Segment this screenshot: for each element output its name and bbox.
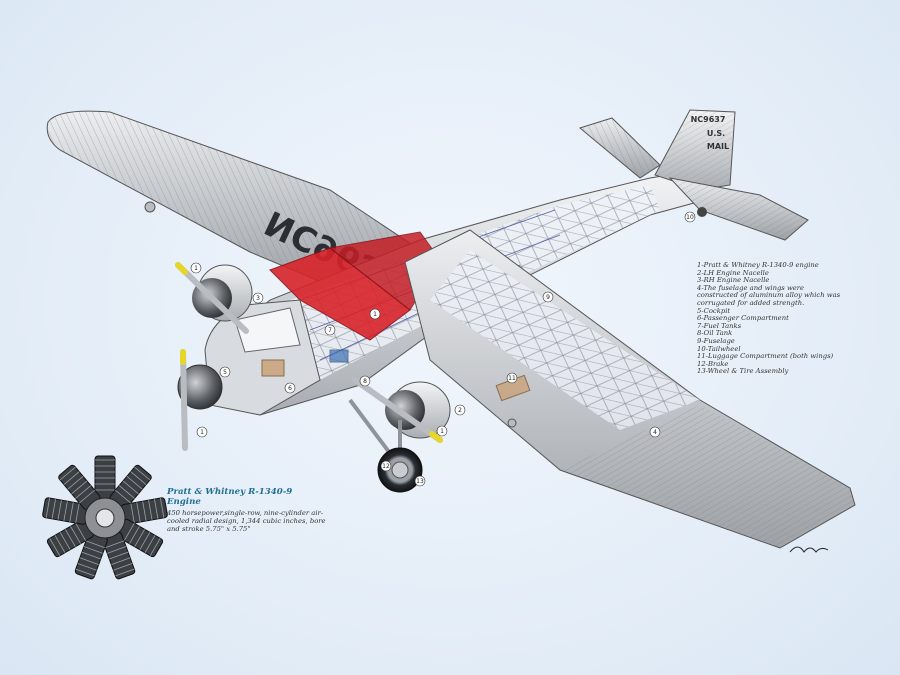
callout-7: 7 [324,324,336,336]
legend-item: 2-LH Engine Nacelle [697,268,769,277]
svg-text:13: 13 [416,478,424,485]
legend-item: 4-The fuselage and wings were constructe… [697,283,841,307]
callout-4: 4 [649,426,661,438]
callout-2: 2 [454,404,466,416]
callout-markers: 1 1 1 1 2 3 5 6 7 8 9 10 11 12 13 4 [190,211,696,487]
callout-1a: 1 [190,262,202,274]
svg-text:1: 1 [200,429,204,436]
legend-item: 9-Fuselage [697,336,735,345]
svg-text:11: 11 [508,375,516,382]
svg-text:2: 2 [458,407,462,414]
svg-text:7: 7 [328,327,332,334]
callout-11: 11 [506,372,518,384]
callout-5: 5 [219,366,231,378]
engine-caption: Pratt & Whitney R-1340-9 Engine 450 hors… [167,487,327,533]
legend-item: 8-Oil Tank [697,329,733,338]
legend-item: 7-Fuel Tanks [697,321,742,330]
callout-8: 8 [359,375,371,387]
nose-engine [177,349,223,451]
svg-text:10: 10 [686,214,694,221]
engine-cylinder [42,497,90,525]
tail-registration: NC9637 [691,115,726,124]
legend-item: 10-Tailwheel [697,344,741,353]
legend-item: 11-Luggage Compartment (both wings) [697,352,834,361]
callout-1b: 1 [369,308,381,320]
legend-item: 5-Cockpit [697,306,731,315]
callout-9: 9 [542,291,554,303]
engine-caption-description: 450 horsepower,single-row, nine-cylinder… [167,509,326,533]
callout-6: 6 [284,382,296,394]
legend-item: 13-Wheel & Tire Assembly [697,367,789,376]
landing-gear [348,398,423,493]
tail-us: U.S. [707,129,725,138]
tail-mail: MAIL [707,142,729,151]
svg-text:1: 1 [194,265,198,272]
artist-signature [789,546,829,553]
callout-1d: 1 [436,425,448,437]
right-engine [352,377,451,443]
legend-item: 1-Pratt & Whitney R-1340-9 engine [697,261,819,269]
svg-text:1: 1 [440,428,444,435]
left-engine [175,262,253,334]
engine-caption-title: Pratt & Whitney R-1340-9 Engine [167,487,293,507]
legend-item: 6-Passenger Compartment [697,314,789,323]
engine-detail [42,455,168,580]
legend-item: 12-Brake [697,359,729,368]
svg-text:5: 5 [223,369,227,376]
legend-item: 3-RH Engine Nacelle [697,276,770,285]
svg-text:3: 3 [256,295,260,302]
callout-13: 13 [414,475,426,487]
svg-text:1: 1 [373,311,377,318]
callout-12: 12 [380,460,392,472]
engine-cylinder [116,518,164,558]
svg-text:8: 8 [363,378,367,385]
svg-text:4: 4 [653,429,657,436]
callout-10: 10 [684,211,696,223]
svg-text:9: 9 [546,294,550,301]
callout-3: 3 [252,292,264,304]
engine-cylinder [94,455,116,501]
tail-assembly: NC9637 U.S. MAIL [578,109,809,241]
svg-text:12: 12 [382,463,390,470]
callout-1c: 1 [196,426,208,438]
right-wing [404,229,856,549]
engine-cylinder [74,531,108,580]
svg-text:6: 6 [288,385,292,392]
